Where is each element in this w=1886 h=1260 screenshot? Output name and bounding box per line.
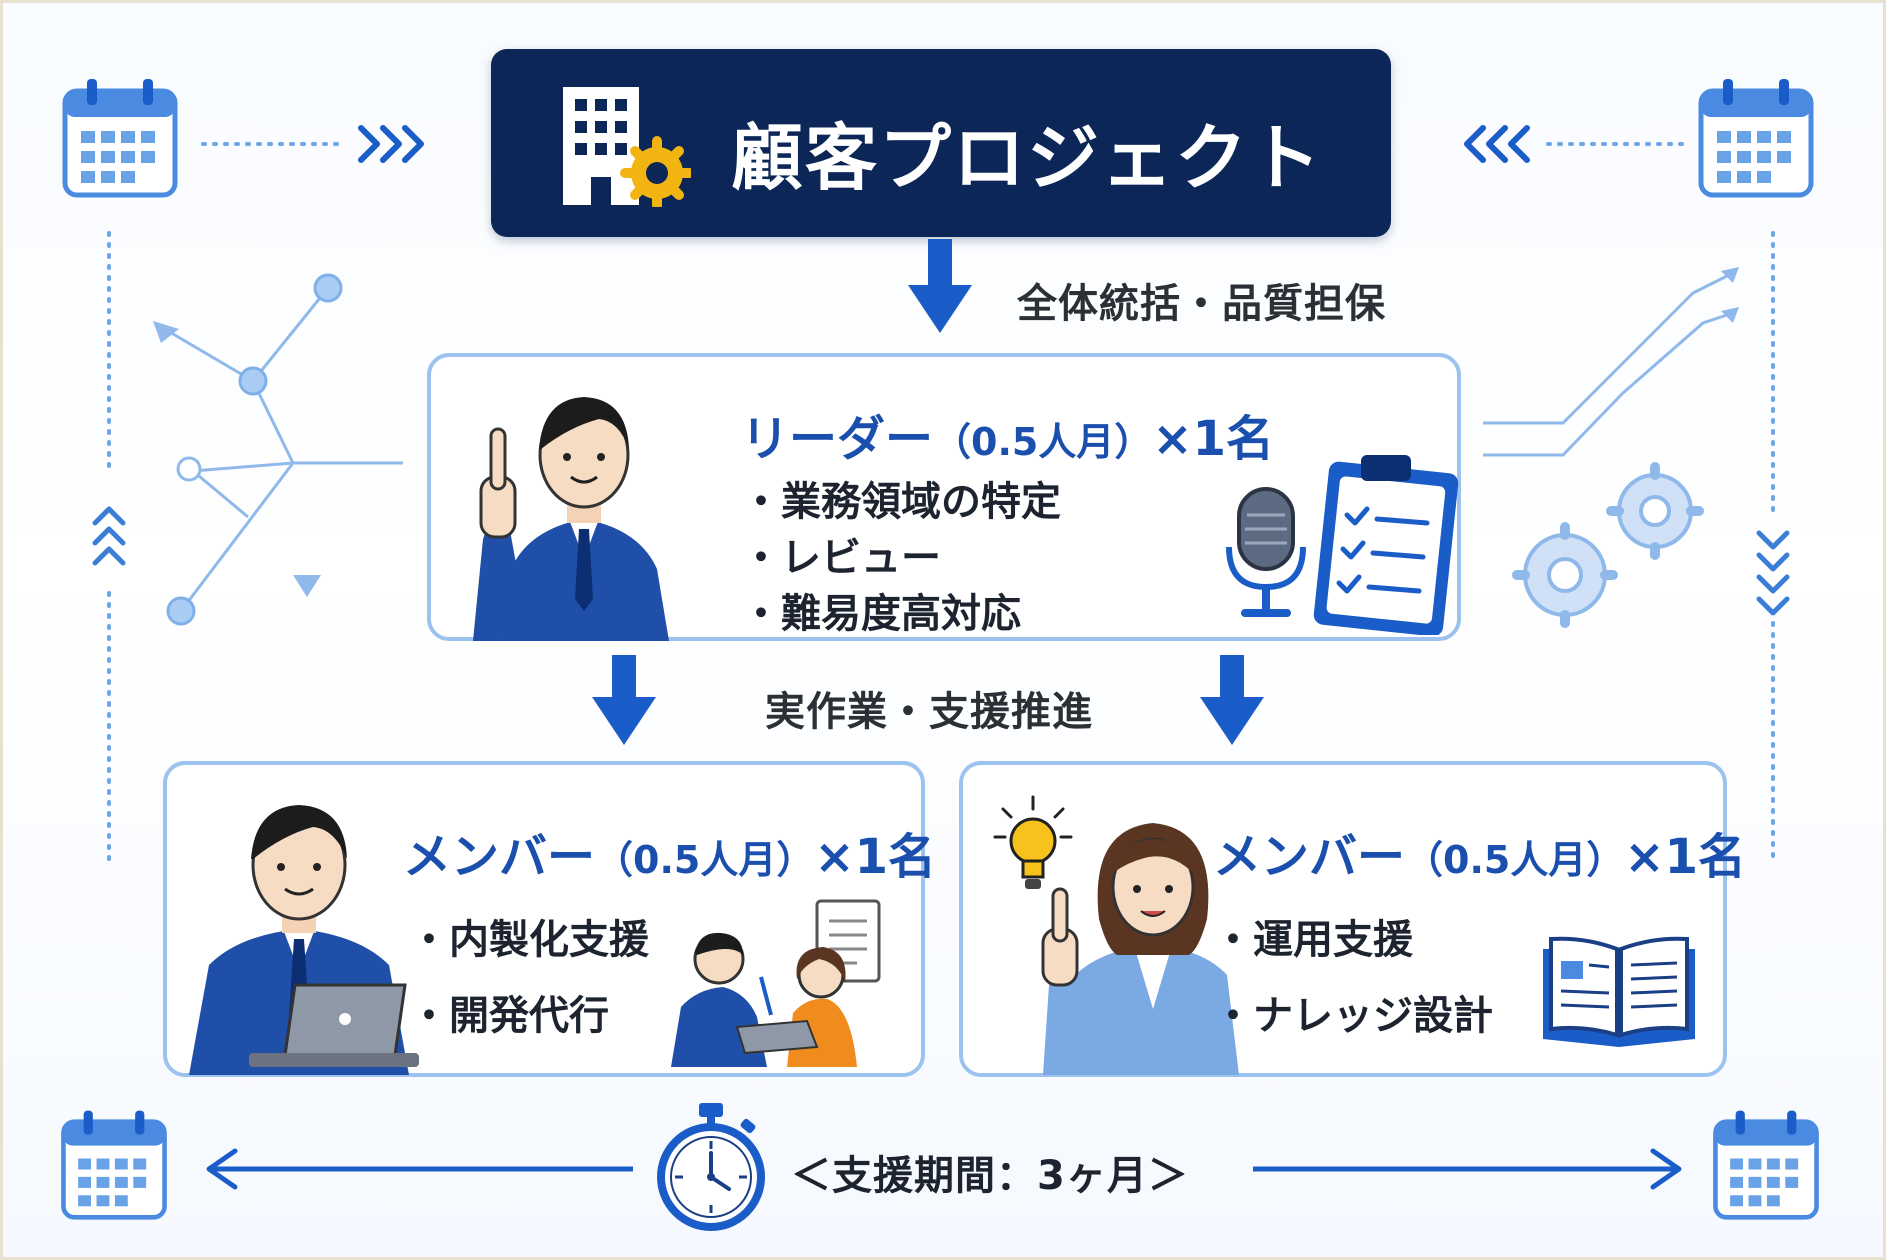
member-left-bullet: ・開発代行 bbox=[409, 993, 609, 1039]
member-left-role: メンバー bbox=[403, 829, 596, 885]
member-left-bullet: ・内製化支援 bbox=[409, 917, 649, 963]
businesswoman-idea-icon bbox=[1041, 823, 1239, 1075]
leader-count: ×1名 bbox=[1152, 411, 1274, 467]
microphone-icon bbox=[1226, 487, 1306, 617]
member-right-card: メンバー（0.5人月）×1名 ・運用支援 ・ナレッジ設計 bbox=[959, 761, 1746, 1077]
support-period-label: ＜支援期間：3ヶ月＞ bbox=[791, 1153, 1189, 1199]
member-right-role: メンバー bbox=[1213, 829, 1406, 885]
lightbulb-icon bbox=[993, 795, 1073, 889]
background-decoration bbox=[92, 125, 1790, 865]
stopwatch-icon bbox=[657, 1103, 765, 1231]
member-right-bullet: ・ナレッジ設計 bbox=[1213, 993, 1493, 1039]
clipboard-checklist-icon bbox=[1313, 455, 1459, 635]
businessman-pointing-icon bbox=[473, 397, 669, 641]
member-right-bullet: ・運用支援 bbox=[1213, 917, 1413, 963]
member-left-card: メンバー（0.5人月）×1名 ・内製化支援 ・開発代行 bbox=[163, 761, 936, 1077]
leader-bullet: ・業務領域の特定 bbox=[741, 479, 1061, 525]
header-title: 顧客プロジェクト bbox=[731, 116, 1324, 200]
collaboration-icon bbox=[671, 899, 881, 1067]
calendar-icon bbox=[1698, 79, 1814, 198]
member-right-effort: （0.5人月） bbox=[1405, 838, 1625, 882]
leader-role: リーダー bbox=[741, 411, 934, 467]
open-book-icon bbox=[1543, 936, 1695, 1047]
member-left-title: メンバー（0.5人月）×1名 bbox=[403, 817, 936, 887]
member-right-count: ×1名 bbox=[1624, 829, 1746, 885]
edge-label-support: 実作業・支援推進 bbox=[765, 689, 1093, 735]
edge-label-overall: 全体統括・品質担保 bbox=[1017, 281, 1386, 327]
calendar-icon bbox=[1713, 1110, 1819, 1220]
leader-title: リーダー（0.5人月）×1名 bbox=[741, 399, 1274, 469]
calendar-icon bbox=[61, 1110, 167, 1220]
leader-card: リーダー（0.5人月）×1名 ・業務領域の特定 ・レビュー ・難易度高対応 bbox=[427, 353, 1461, 641]
calendar-icon bbox=[62, 79, 178, 198]
member-left-effort: （0.5人月） bbox=[595, 838, 815, 882]
leader-effort: （0.5人月） bbox=[933, 420, 1153, 464]
businessman-laptop-icon bbox=[189, 805, 419, 1075]
leader-bullet: ・難易度高対応 bbox=[741, 591, 1021, 637]
building-gear-icon bbox=[563, 87, 691, 207]
member-left-count: ×1名 bbox=[814, 829, 936, 885]
member-right-title: メンバー（0.5人月）×1名 bbox=[1213, 817, 1746, 887]
leader-bullet: ・レビュー bbox=[741, 535, 941, 581]
flow-arrows bbox=[206, 239, 1682, 1190]
customer-project-header: 顧客プロジェクト bbox=[491, 49, 1391, 237]
